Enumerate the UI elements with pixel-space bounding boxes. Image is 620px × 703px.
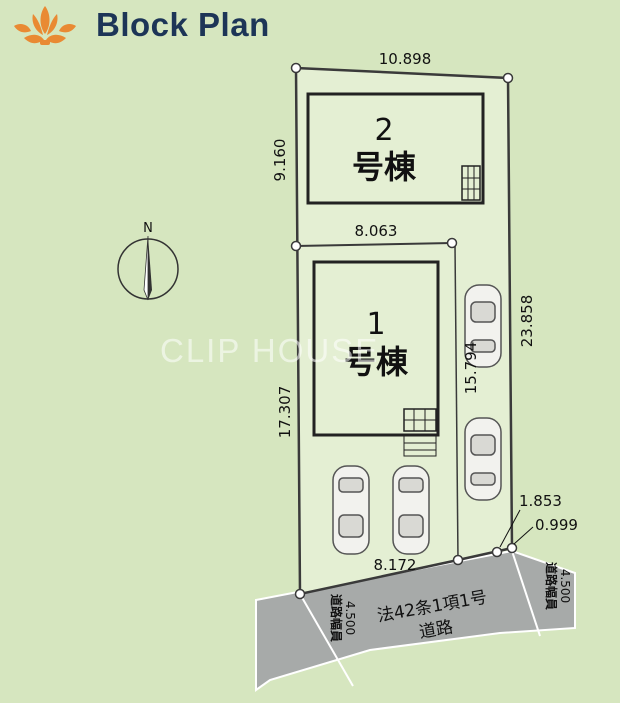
parking-car-icon bbox=[464, 417, 502, 501]
survey-points bbox=[290, 62, 518, 600]
parking-car-icon bbox=[464, 284, 502, 368]
road-width-value: 4.500 bbox=[343, 601, 357, 635]
building-2-number: 2 bbox=[374, 113, 393, 148]
building-1-number: 1 bbox=[366, 307, 385, 342]
dimension-lot2-top: 10.898 bbox=[379, 50, 432, 68]
dimension-corner-a: 1.853 bbox=[519, 492, 562, 510]
dimension-lot1-left: 17.307 bbox=[276, 386, 294, 439]
north-compass-icon bbox=[117, 235, 179, 301]
lot-divider-line bbox=[295, 242, 453, 247]
lotus-logo-icon bbox=[14, 6, 76, 45]
dimension-lot2-left: 9.160 bbox=[271, 139, 289, 182]
parking-car-icon bbox=[392, 465, 430, 555]
dimension-east-side: 23.858 bbox=[518, 295, 536, 348]
building-1 bbox=[312, 260, 440, 437]
road-width-right: 道路幅員 4.500 bbox=[544, 562, 572, 610]
compass-north-label: N bbox=[143, 221, 153, 236]
dimension-corner-b: 0.999 bbox=[535, 516, 578, 534]
parking-car-icon bbox=[332, 465, 370, 555]
road-width-value: 4.500 bbox=[558, 569, 572, 603]
dimension-lot1-bottom: 8.172 bbox=[374, 556, 417, 574]
building-2-stairs bbox=[461, 165, 481, 201]
dimension-driveway-side: 15.794 bbox=[462, 342, 480, 395]
watermark: CLIP HOUSE bbox=[160, 332, 380, 369]
building-2-label: 号棟 bbox=[352, 148, 417, 186]
road-width-left: 道路幅員 4.500 bbox=[329, 594, 357, 642]
building-2 bbox=[306, 92, 485, 205]
dimension-lot1-top: 8.063 bbox=[355, 222, 398, 240]
road-width-caption: 道路幅員 bbox=[544, 562, 559, 610]
page-title: Block Plan bbox=[96, 6, 270, 43]
driveway-line bbox=[454, 244, 459, 561]
road-width-caption: 道路幅員 bbox=[329, 594, 344, 642]
building-1-label: 号棟 bbox=[344, 343, 409, 381]
